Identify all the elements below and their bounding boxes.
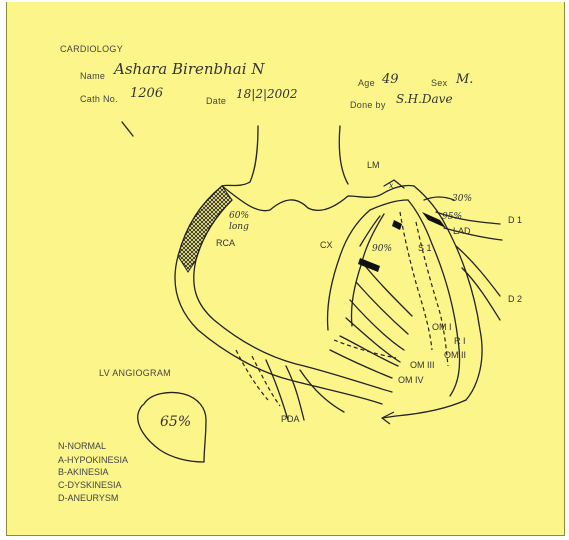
lv-angiogram-title: LV ANGIOGRAM (99, 368, 171, 378)
label-om2: OM II (444, 350, 466, 360)
d1-stenosis-text: 30% (452, 194, 472, 204)
label-d2: D 2 (508, 294, 522, 304)
lm-top-wall (382, 185, 414, 194)
stray-mark (122, 122, 133, 136)
lv-ejection-fraction: 65% (160, 414, 191, 430)
lm-bottom-wall (370, 200, 408, 210)
aorta-right-wall (339, 126, 348, 184)
label-r1: R I (454, 336, 466, 346)
label-lm: LM (367, 160, 380, 170)
om1-wall-1 (362, 262, 412, 316)
lad-distal-wrap (382, 400, 466, 418)
om2-wall-1 (350, 300, 404, 350)
label-om3: OM III (410, 360, 435, 370)
legend-item: A-HYPOKINESIA (58, 455, 128, 465)
aorta-left-wall (250, 126, 258, 182)
cx-outer-wall (328, 210, 371, 330)
aortic-root (222, 182, 382, 211)
label-om4: OM IV (398, 375, 424, 385)
legend-item: B-AKINESIA (58, 467, 109, 477)
d2-wall-top (456, 246, 500, 296)
rca-stenosis-hatch (178, 186, 232, 272)
legend-item: D-ANEURYSM (58, 493, 118, 503)
om1-wall-2 (356, 282, 408, 334)
rca-inner-wall (194, 200, 392, 392)
legend-item: N-NORMAL (58, 441, 106, 451)
label-om1: OM I (432, 322, 452, 332)
label-pda: PDA (281, 414, 300, 424)
cx-stenosis-text: 90% (372, 244, 392, 254)
lm-mark-text: x (389, 181, 394, 190)
lad-stenosis-text: 95% (442, 212, 462, 222)
cx-side-branch (360, 216, 380, 246)
label-rca: RCA (216, 238, 235, 248)
label-s1: S 1 (418, 243, 432, 253)
s1-stenosis-mark (392, 220, 402, 230)
legend-item: C-DYSKINESIA (58, 480, 122, 490)
rca-stenosis-text: 60% (229, 211, 249, 221)
label-lad: LAD (453, 226, 471, 236)
label-d1: D 1 (508, 215, 522, 225)
om4-wall (330, 350, 392, 378)
label-cx: CX (320, 240, 333, 250)
rv-branch-dashed-1 (236, 350, 268, 400)
pda-wall-2 (286, 366, 304, 420)
rca-note-text: long (229, 222, 249, 232)
